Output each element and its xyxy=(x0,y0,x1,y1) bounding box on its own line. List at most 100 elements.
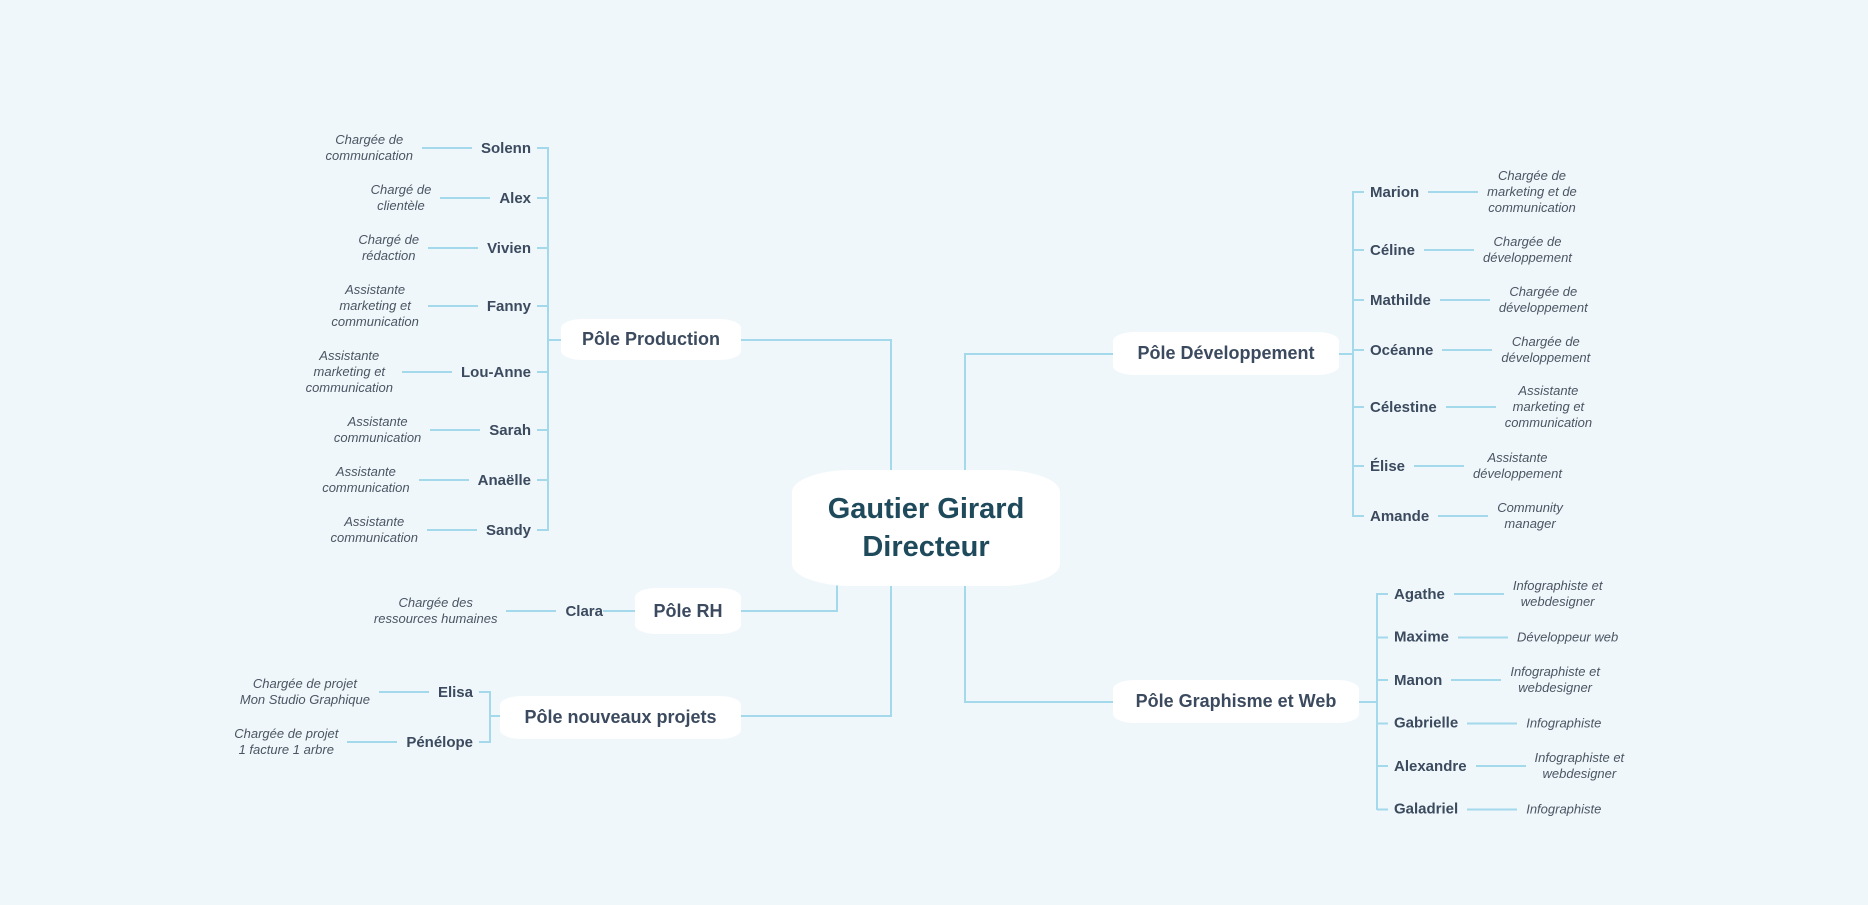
member-stub xyxy=(1377,808,1388,810)
pole-production-node[interactable]: Pôle Production xyxy=(561,319,741,360)
member-role: Assistante marketing et communication xyxy=(331,282,419,329)
member-role: Infographiste et webdesigner xyxy=(1512,578,1603,609)
connector-rh xyxy=(741,580,838,612)
pole-label: Pôle nouveaux projets xyxy=(524,707,717,727)
member-role: Infographiste et webdesigner xyxy=(1510,664,1600,695)
member-name: Clara xyxy=(565,602,603,620)
member-name: Pénélope xyxy=(406,733,473,751)
member-connector xyxy=(506,610,557,612)
member-row-developpement[interactable]: Célestine Assistante marketing et communi… xyxy=(1353,383,1592,431)
pole-label: Pôle Développement xyxy=(1137,343,1315,363)
member-stub xyxy=(1377,765,1388,767)
pole-nouveaux-node[interactable]: Pôle nouveaux projets xyxy=(500,696,741,739)
member-stub xyxy=(537,371,548,373)
member-connector xyxy=(378,691,429,693)
member-role: Chargée de développement xyxy=(1498,284,1588,315)
member-role: Community manager xyxy=(1497,500,1563,531)
pole-rh-node[interactable]: Pôle RH xyxy=(635,588,741,634)
director-role: Directeur xyxy=(862,531,990,563)
member-connector xyxy=(418,479,469,481)
member-row-developpement[interactable]: Marion Chargée de marketing et de communi… xyxy=(1353,168,1577,216)
member-role: Chargée de projet 1 facture 1 arbre xyxy=(234,726,339,757)
member-name: Élise xyxy=(1370,457,1406,475)
member-connector xyxy=(402,371,453,373)
member-connector xyxy=(426,529,477,531)
member-name: Mathilde xyxy=(1370,291,1431,309)
member-connector xyxy=(428,247,479,249)
member-role: Chargée de marketing et de communication xyxy=(1487,168,1577,215)
member-stub xyxy=(479,741,490,743)
member-row-production[interactable]: Assistante communication Sandy xyxy=(331,514,548,546)
member-connector xyxy=(1439,299,1490,301)
member-name: Alexandre xyxy=(1394,757,1467,775)
member-stub xyxy=(1353,515,1364,517)
member-name: Sandy xyxy=(485,521,531,539)
member-row-graphisme[interactable]: Alexandre Infographiste et webdesigner xyxy=(1377,750,1624,782)
member-row-production[interactable]: Chargé de clientèle Alex xyxy=(371,182,548,214)
member-stub xyxy=(1377,679,1388,681)
member-stub xyxy=(537,147,548,149)
member-row-developpement[interactable]: Mathilde Chargée de développement xyxy=(1353,284,1588,316)
member-row-graphisme[interactable]: Manon Infographiste et webdesigner xyxy=(1377,664,1600,696)
member-stub xyxy=(1377,722,1388,724)
member-stub xyxy=(1353,299,1364,301)
member-role: Assistante marketing et communication xyxy=(1504,383,1593,430)
member-name: Vivien xyxy=(487,239,531,257)
member-row-production[interactable]: Chargé de rédaction Vivien xyxy=(358,232,548,264)
member-connector xyxy=(1451,679,1502,681)
member-stub xyxy=(1377,593,1388,595)
central-node[interactable]: Gautier Girard Directeur xyxy=(792,470,1060,586)
member-role: Assistante communication xyxy=(322,464,410,495)
member-role: Infographiste xyxy=(1526,715,1602,730)
member-role: Assistante communication xyxy=(330,514,418,545)
member-name: Alex xyxy=(499,189,531,207)
member-stub xyxy=(1377,636,1388,638)
member-stub xyxy=(479,691,490,693)
member-stub xyxy=(1353,249,1364,251)
member-role: Chargée de communication xyxy=(325,132,413,163)
member-connector xyxy=(430,429,481,431)
member-connector xyxy=(1445,406,1496,408)
pole-developpement-node[interactable]: Pôle Développement xyxy=(1113,332,1339,375)
developpement-bracket xyxy=(1352,191,1354,517)
member-role: Infographiste et webdesigner xyxy=(1534,750,1625,781)
member-role: Chargé de rédaction xyxy=(358,232,420,263)
member-role: Chargé de clientèle xyxy=(370,182,432,213)
member-name: Manon xyxy=(1394,671,1443,689)
member-connector xyxy=(1428,191,1479,193)
nouveaux-bracket xyxy=(489,691,491,743)
member-connector xyxy=(1475,765,1526,767)
member-stub xyxy=(537,197,548,199)
member-row-nouveaux[interactable]: Chargée de projet 1 facture 1 arbre Pénél… xyxy=(234,726,490,758)
production-bracket xyxy=(547,147,549,531)
member-role: Chargée de développement xyxy=(1501,334,1591,365)
member-name: Célestine xyxy=(1370,398,1437,416)
member-stub xyxy=(537,429,548,431)
connector-production xyxy=(741,339,892,470)
member-name: Céline xyxy=(1370,241,1416,259)
member-connector xyxy=(421,147,472,149)
member-connector xyxy=(1453,593,1504,595)
member-role: Développeur web xyxy=(1517,629,1619,644)
member-stub xyxy=(1353,465,1364,467)
member-name: Elisa xyxy=(437,683,473,701)
member-name: Marion xyxy=(1370,183,1420,201)
pole-graphisme-node[interactable]: Pôle Graphisme et Web xyxy=(1113,680,1359,723)
graphisme-bracket xyxy=(1376,593,1378,810)
member-role: Assistante marketing et communication xyxy=(305,348,394,395)
